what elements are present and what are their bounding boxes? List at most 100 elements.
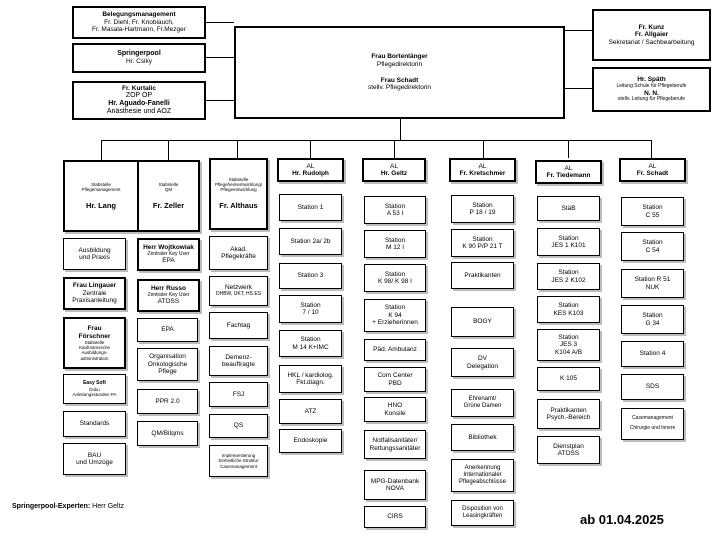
col5-header-name: Hr. Geltz bbox=[380, 170, 408, 177]
col7-item-7: Praktikanten Psych.-Bereich bbox=[537, 399, 600, 429]
col6-item-9-line-2: Leasingkräften bbox=[462, 513, 503, 519]
col6-header-name: Fr. Kretschmer bbox=[459, 170, 506, 177]
col7-item-5: Station JES 3 K104 A/B bbox=[537, 329, 600, 361]
col3-item-7: Implementierung Einheitliche Struktur Ca… bbox=[209, 445, 268, 477]
col8-item-3-line-1: Station R 51 bbox=[634, 276, 671, 284]
col6-item-6: Ehrenamt/ Grüne Damen bbox=[451, 389, 514, 417]
col4-item-6-line-2: Fkt.diagn. bbox=[296, 379, 325, 386]
stellv-pflegedirektorin-name: Frau Schadt bbox=[380, 77, 419, 84]
col5-item-4-line-3: + Erzieherinnen bbox=[372, 319, 418, 327]
sekretariat-line-1: Fr. Kunz bbox=[638, 23, 665, 31]
col3-item-5-line-1: FSJ bbox=[232, 390, 245, 398]
col7-item-4: Station KES K103 bbox=[537, 296, 600, 323]
col4-header: AL Hr. Rudolph bbox=[277, 158, 344, 182]
col1-item-3-line-1: Frau bbox=[87, 325, 102, 333]
col1-item-3-line-6: administration bbox=[80, 355, 109, 361]
col6-item-3: Praktikanten bbox=[451, 262, 514, 289]
col5-item-5-line-1: Päd. Ambulanz bbox=[373, 346, 417, 354]
col2-item-4: Organisation Onkologische Pflege bbox=[137, 348, 198, 381]
springerpool-name: Hr. Csiky bbox=[126, 58, 152, 66]
col7-item-8-line-1: Dienstplan bbox=[553, 442, 584, 450]
col1-item-1-line-1: Ausbildung bbox=[78, 246, 111, 254]
col3-item-1-line-2: Pflegekräfte bbox=[221, 253, 256, 260]
belegungsmanagement-line-2: Fr. Masala-Hartmann, Fr.Mezger bbox=[92, 26, 186, 34]
col1-item-2: Frau Lingauer Zentrale Praxisanleitung bbox=[63, 277, 126, 310]
col7-item-5-line-2: JES 3 bbox=[559, 341, 578, 349]
col5-item-4-line-2: K 94 bbox=[388, 311, 402, 319]
col8-header-al: AL bbox=[648, 162, 657, 170]
col8-item-6-line-1: SDS bbox=[645, 383, 660, 391]
col3-item-1-line-1: Akad. bbox=[230, 245, 247, 253]
col2-item-5-line-1: PPR 2.0 bbox=[155, 397, 180, 405]
col1-item-2-line-1: Frau Lingauer bbox=[72, 282, 117, 290]
col7-item-3-line-2: JES 2 K102 bbox=[551, 276, 586, 284]
col7-item-7-line-1: Praktikanten bbox=[550, 406, 587, 414]
schule-line-2: Leitung Schule für Pflegeberufe bbox=[616, 82, 687, 89]
col5-item-9-line-1: MPG-Datenbank bbox=[370, 477, 420, 485]
schule-box: Hr. Späth Leitung Schule für Pflegeberuf… bbox=[592, 67, 711, 112]
col3-header: Stabstelle Pflegeheimentwicklung/ Pflege… bbox=[209, 158, 268, 230]
col7-item-8-line-2: ATOSS bbox=[557, 450, 580, 457]
col7-header-al: AL bbox=[564, 164, 573, 172]
col8-header-name: Fr. Schadt bbox=[636, 170, 669, 177]
col1-item-4-line-1: Easy Soft bbox=[83, 379, 106, 386]
col7-item-6-line-1: K 105 bbox=[560, 375, 577, 383]
col3-item-7-line-2: Einheitliche Struktur bbox=[218, 458, 259, 464]
col6-item-2-line-2: K 90 P/P 21 T bbox=[462, 243, 503, 250]
col2-item-4-line-2: Onkologische bbox=[147, 360, 188, 368]
col2-item-4-line-3: Pflege bbox=[158, 368, 177, 376]
col8-item-2: Station C 54 bbox=[621, 232, 684, 261]
belegungsmanagement-box: Belegungsmanagement Fr. Diehl, Fr. Knobl… bbox=[72, 6, 206, 39]
col3-item-5: FSJ bbox=[209, 382, 268, 407]
col4-item-4-line-2: 7 / 10 bbox=[302, 309, 319, 316]
col6-item-7-line-1: Bibliothek bbox=[468, 433, 497, 441]
col6-item-8: Anerkennung Internationaler Pflegeabschl… bbox=[451, 459, 514, 492]
col2-item-6-line-1: QM/Bitqms bbox=[151, 429, 184, 437]
connector-center-down bbox=[400, 119, 401, 140]
col4-item-3: Station 3 bbox=[279, 263, 342, 289]
connector-top-left bbox=[205, 22, 234, 23]
col7-item-1-line-1: StäB bbox=[561, 204, 576, 212]
col6-item-6-line-1: Ehrenamt/ bbox=[468, 396, 497, 403]
col6-item-8-line-2: Internationaler bbox=[463, 472, 502, 479]
col1-item-6-line-1: BAU bbox=[87, 451, 102, 459]
col6-item-5-line-2: Delegation bbox=[466, 362, 499, 370]
col5-item-3: Station K 98/ K 98 I bbox=[364, 264, 426, 292]
col3-item-2: Netzwerk DHBW, UKT, HS ES bbox=[209, 276, 268, 306]
connector-drop-3 bbox=[237, 140, 238, 158]
col1-item-3-line-5: Ausbildungs- bbox=[81, 350, 108, 356]
schule-line-4: stellv. Leitung für Pflegeberufe bbox=[617, 95, 686, 102]
stellv-pflegedirektorin-title: stellv. Pflegedirektorin bbox=[367, 84, 432, 92]
col5-item-8: Notfallsanitäter/ Rettungssanitäter bbox=[364, 430, 426, 459]
col8-item-3: Station R 51 NUK bbox=[621, 269, 684, 298]
connector-drop-4 bbox=[310, 140, 311, 158]
connector-sekretariat bbox=[565, 30, 592, 31]
col2-header-name: Fr. Zeller bbox=[152, 200, 185, 210]
col6-item-4: BOGY bbox=[451, 307, 514, 337]
col2-item-1-line-2: Zentraler Key User bbox=[147, 250, 190, 257]
col5-item-10: CIRS bbox=[364, 506, 426, 528]
springerpool-experten: Springerpool-Experten: Herr Geltz bbox=[12, 503, 124, 510]
col5-item-10-line-1: CIRS bbox=[387, 513, 403, 521]
pflegedirektorin-name: Frau Bortenlänger bbox=[371, 53, 428, 61]
col5-header-al: AL bbox=[390, 162, 398, 170]
col3-header-line-2: Pflegeheimentwicklung/ bbox=[214, 182, 263, 188]
col5-item-7-line-1: HNO bbox=[387, 402, 403, 410]
col8-item-4-line-1: Station bbox=[642, 312, 663, 320]
col2-item-5: PPR 2.0 bbox=[137, 389, 198, 414]
col2-item-2-line-1: Herr Russo bbox=[150, 285, 187, 293]
col2-header: Stabstelle QM Fr. Zeller bbox=[137, 160, 200, 232]
col7-item-7-line-2: Psych.-Bereich bbox=[546, 414, 591, 421]
col3-item-4-line-2: beauftragte bbox=[222, 361, 255, 368]
col8-item-5: Station 4 bbox=[621, 341, 684, 367]
col1-item-3-line-3: Stabstelle bbox=[84, 340, 105, 346]
col5-header: AL Hr. Geltz bbox=[362, 158, 426, 182]
col5-item-6: Com Center PBD bbox=[364, 367, 426, 392]
col5-item-5: Päd. Ambulanz bbox=[364, 339, 426, 361]
col3-header-line-1: Stabstelle bbox=[228, 176, 249, 182]
connector-anaesthesie bbox=[205, 100, 234, 101]
col5-item-3-line-1: Station bbox=[384, 270, 406, 278]
col1-item-6-line-2: und Umzüge bbox=[76, 459, 113, 466]
col1-header: Stabstelle Pflegemanagement Hr. Lang bbox=[63, 160, 139, 232]
anaesthesie-line-4: Anästhesie und AOZ bbox=[106, 108, 172, 116]
